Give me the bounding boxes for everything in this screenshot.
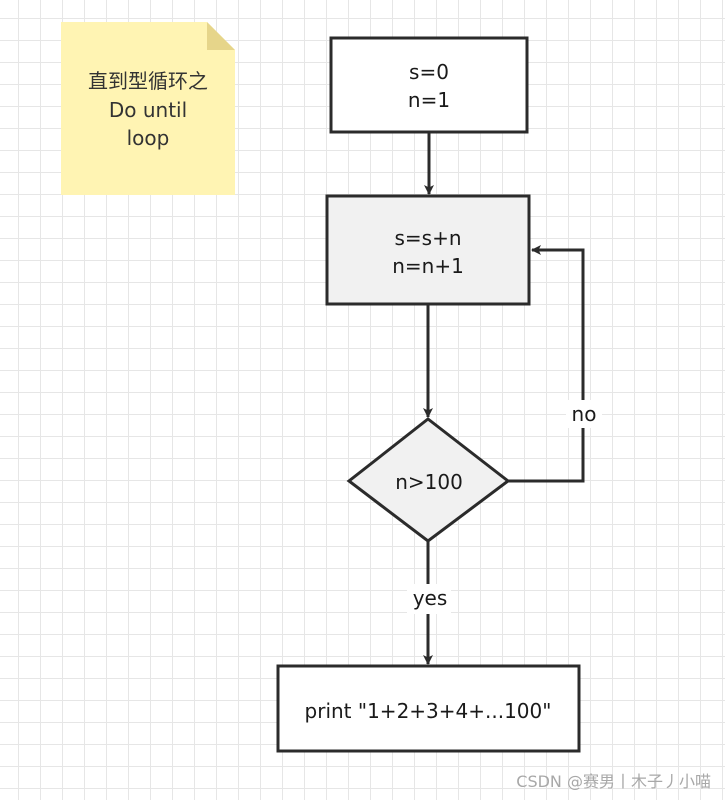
- output-box-shape: [276, 664, 581, 753]
- init-box-shape: [329, 36, 529, 134]
- sticky-note-fold: [207, 22, 235, 50]
- condition-diamond: n>100: [346, 417, 511, 543]
- yes-label-background: [407, 584, 451, 614]
- init-process-box: s=0 n=1: [329, 36, 529, 134]
- condition-text: n>100: [395, 470, 463, 494]
- sticky-note-line-2: Do until: [109, 98, 187, 122]
- init-line-2: n=1: [408, 88, 450, 112]
- sticky-note-line-1: 直到型循环之: [88, 69, 208, 93]
- yes-label: yes: [413, 586, 448, 610]
- no-label-background: [566, 400, 602, 428]
- watermark: CSDN @赛男丨木子丿小喵: [516, 772, 711, 791]
- sticky-note: 直到型循环之 Do until loop: [61, 22, 235, 195]
- loop-body-shape: [325, 194, 531, 306]
- loop-body-line-1: s=s+n: [394, 226, 461, 250]
- arrow-no-loop-back: [508, 245, 585, 483]
- output-text: print "1+2+3+4+...100": [305, 699, 552, 723]
- loop-body-line-2: n=n+1: [392, 254, 464, 278]
- init-line-1: s=0: [409, 60, 449, 84]
- loop-body-box: s=s+n n=n+1: [325, 194, 531, 306]
- sticky-note-body: [61, 22, 235, 195]
- sticky-note-line-3: loop: [127, 126, 170, 150]
- no-label: no: [572, 402, 597, 426]
- output-box: print "1+2+3+4+...100": [276, 664, 581, 753]
